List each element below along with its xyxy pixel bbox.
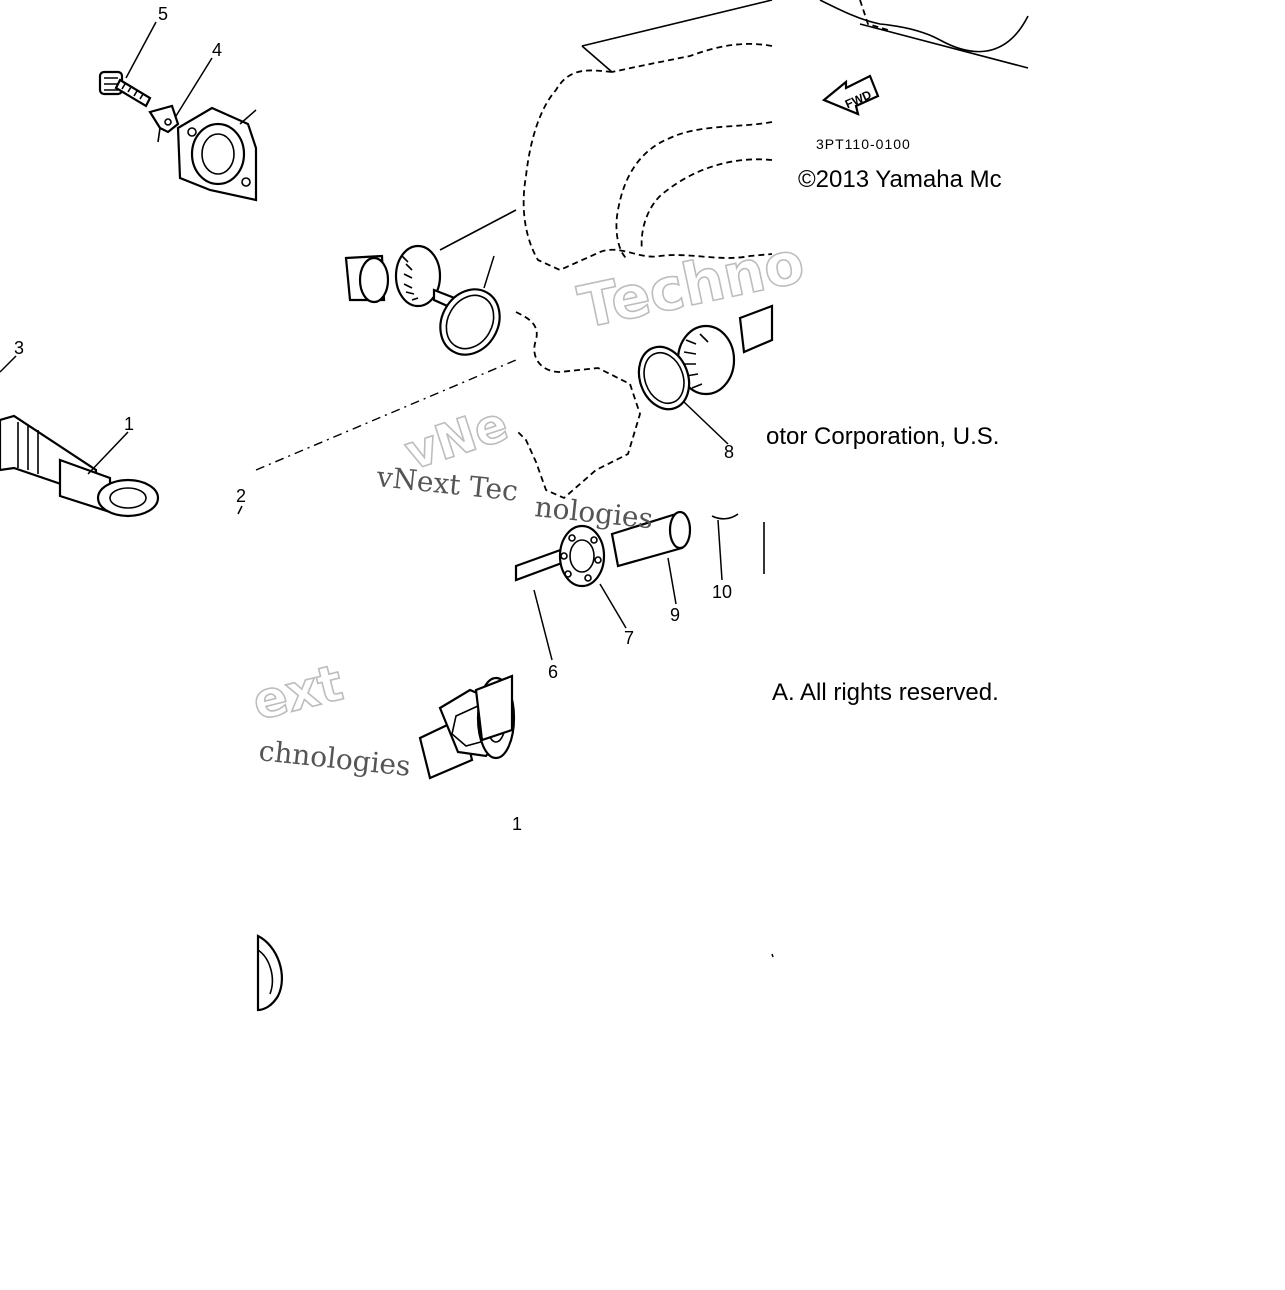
- clip-part-4: [148, 104, 180, 143]
- callout-1: 1: [124, 414, 134, 434]
- watermark-line-1: Techno: [573, 228, 810, 342]
- callout-8: 8: [724, 442, 734, 462]
- leader-3: [0, 355, 17, 373]
- leader-9: [667, 557, 677, 605]
- bolt-part-5: [98, 70, 152, 108]
- callout-2: 2: [236, 486, 246, 506]
- callout-1-lower: 1: [512, 814, 522, 834]
- lower-ring-part: [256, 934, 283, 1012]
- leader-4: [175, 57, 213, 117]
- collar-part-9: [610, 510, 692, 568]
- leader-1: [87, 431, 129, 475]
- watermark-line-5: chnologies: [257, 734, 412, 783]
- callout-9: 9: [670, 605, 680, 625]
- leader-8: [683, 401, 729, 445]
- crankcase-outline: [255, 0, 773, 500]
- ring-left-part: [439, 288, 501, 356]
- bearing-part-7: [558, 524, 606, 588]
- fwd-arrow-icon: FWD: [821, 74, 880, 116]
- drawing-code: 3PT110-0100: [816, 136, 911, 152]
- watermark: Techno vNext Tec nologies vNe ext chnolo…: [246, 227, 811, 783]
- callout-6: 6: [548, 662, 558, 682]
- callout-7: 7: [624, 628, 634, 648]
- housing-upper-right: [819, 0, 1029, 69]
- leader-10: [717, 519, 723, 581]
- washer-part-10: [711, 513, 765, 574]
- callout-10: 10: [712, 582, 732, 602]
- watermark-line-4: ext: [247, 654, 348, 732]
- leader-7: [599, 583, 627, 629]
- watermark-line-3: nologies: [533, 490, 654, 535]
- ring-part-8: [637, 345, 691, 411]
- shaft-part-1: [0, 414, 160, 518]
- callout-5: 5: [158, 4, 168, 24]
- copyright-fragment-1: ©2013 Yamaha Mc: [798, 166, 1002, 193]
- copyright-fragment-2: otor Corporation, U.S.: [766, 423, 999, 450]
- callout-4: 4: [212, 40, 222, 60]
- callout-3: 3: [14, 338, 24, 358]
- lower-assembly-part: [418, 674, 516, 780]
- centerline-upper: [255, 359, 517, 471]
- leader-5: [125, 21, 157, 79]
- plate-part: [176, 106, 258, 202]
- leader-6: [533, 589, 553, 661]
- copyright-fragment-3: A. All rights reserved.: [772, 679, 999, 706]
